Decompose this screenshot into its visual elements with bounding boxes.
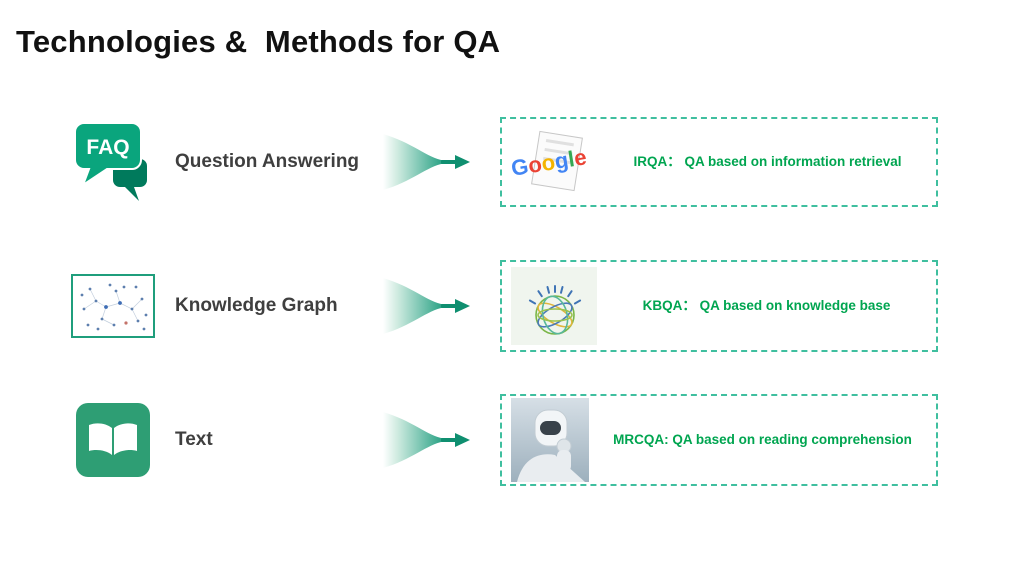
result-box-kbqa: KBQA： QA based on knowledge base xyxy=(500,260,938,352)
page-title: Technologies & Methods for QA xyxy=(16,24,501,59)
arrow-icon xyxy=(383,114,475,210)
result-text-irqa: IRQA： QA based on information retrieval xyxy=(633,153,902,169)
result-text-mrcqa: MRCQA: QA based on reading comprehension xyxy=(613,431,912,447)
faq-icon-text: FAQ xyxy=(86,136,129,159)
arrow-icon xyxy=(383,257,475,355)
row-label-text: Text xyxy=(175,429,213,450)
result-box-irqa: Google IRQA： QA based on information ret… xyxy=(500,117,938,207)
result-text-kbqa: KBQA： QA based on knowledge base xyxy=(642,297,891,313)
row-label-knowledge-graph: Knowledge Graph xyxy=(175,295,338,316)
row-knowledge-graph: Knowledge Graph xyxy=(0,257,1024,355)
google-letter: e xyxy=(572,144,589,171)
google-logo: Google xyxy=(509,130,599,192)
row-text: Text MRCQA: QA based on reading comprehe xyxy=(0,391,1024,489)
book-icon xyxy=(66,391,160,489)
result-box-mrcqa: MRCQA: QA based on reading comprehension xyxy=(500,394,938,486)
watson-globe-image xyxy=(511,267,597,345)
knowledge-graph-icon xyxy=(66,257,160,355)
row-question-answering: FAQ Question Answering Google IRQA： QA b… xyxy=(0,114,1024,210)
faq-icon: FAQ xyxy=(66,114,160,210)
arrow-icon xyxy=(383,391,475,489)
robot-image xyxy=(511,398,589,482)
row-label-question-answering: Question Answering xyxy=(175,151,360,172)
